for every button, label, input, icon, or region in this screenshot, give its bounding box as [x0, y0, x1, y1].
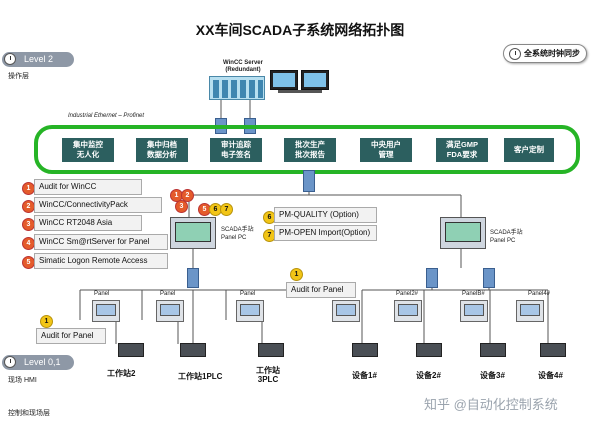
- server-label: WinCC Server (Redundant): [208, 60, 278, 74]
- panel-label: Panel: [94, 291, 110, 297]
- level-01-sub1: 现场 HMI: [8, 377, 37, 384]
- hmi-panel: [460, 300, 488, 322]
- option-badge: 3: [175, 200, 188, 213]
- hmi-panel: [156, 300, 184, 322]
- watermark: 知乎 @自动化控制系统: [424, 397, 558, 412]
- option-badge: 1: [290, 268, 303, 281]
- station-label: 设备1#: [352, 371, 377, 380]
- clock-sync-label: 全系统时钟同步: [524, 49, 580, 58]
- clock-icon: [509, 48, 521, 60]
- station-label: 设备3#: [480, 371, 505, 380]
- option-badge: 2: [181, 189, 194, 202]
- ring-box-monitoring: 集中监控无人化: [62, 138, 114, 162]
- level-01-label: Level 0,1: [24, 357, 61, 367]
- server-label-line2: (Redundant): [225, 67, 261, 73]
- plc-icon: [118, 343, 144, 357]
- option-pm-open: PM-OPEN Import(Option): [274, 225, 377, 241]
- station-label: 设备4#: [538, 371, 563, 380]
- server-rack-icon: [213, 80, 263, 98]
- ring-box-batch: 批次生产批次报告: [284, 138, 336, 162]
- level-2-label: Level 2: [24, 54, 54, 64]
- scada-left-label: SCADA手站 Panel PC: [221, 227, 254, 241]
- option-badge: 5: [198, 203, 211, 216]
- panel-label: Panel: [160, 291, 176, 297]
- option-audit-panel-left: Audit for Panel: [36, 328, 106, 344]
- diagram-title: XX车间SCADA子系统网络拓扑图: [195, 22, 405, 38]
- scada-right-label: SCADA手站 Panel PC: [490, 230, 523, 244]
- ring-box-user-mgmt: 中央用户管理: [360, 138, 412, 162]
- switch-icon: [303, 170, 315, 192]
- clock-icon: [4, 356, 16, 368]
- server-label-line1: WinCC Server: [223, 60, 263, 66]
- option-badge: 1: [40, 315, 53, 328]
- option-connectivity-pack: WinCC/ConnectivityPack: [34, 197, 162, 213]
- panel-label: PanelB#: [462, 291, 485, 297]
- hmi-panel: [332, 300, 360, 322]
- option-badge: 4: [22, 237, 35, 250]
- server-rack: [209, 76, 265, 100]
- level-2-badge: Level 2: [2, 52, 74, 67]
- panel-label: Panel2#: [396, 291, 419, 297]
- plc-icon: [258, 343, 284, 357]
- option-badge: 7: [263, 229, 276, 242]
- station-label: 工作站2: [107, 369, 136, 378]
- level-01-badge: Level 0,1: [2, 355, 74, 370]
- panel-label: Panel4#: [528, 291, 551, 297]
- monitor-icon: [301, 70, 329, 90]
- plc-icon: [352, 343, 378, 357]
- station-label: 工作站1PLC: [178, 372, 223, 381]
- ring-box-archive: 集中归档数据分析: [136, 138, 188, 162]
- plc-icon: [540, 343, 566, 357]
- hmi-panel: [394, 300, 422, 322]
- ring-box-custom: 客户定制: [504, 138, 554, 162]
- plc-icon: [416, 343, 442, 357]
- option-pm-quality: PM-QUALITY (Option): [274, 207, 377, 223]
- ring-box-audit: 审计追踪电子签名: [210, 138, 262, 162]
- clock-icon: [4, 53, 16, 65]
- panel-label: Panel: [240, 291, 256, 297]
- option-badge: 7: [220, 203, 233, 216]
- monitor-icon: [270, 70, 298, 90]
- hmi-panel: [92, 300, 120, 322]
- ring-function-boxes: 集中监控无人化 集中归档数据分析 审计追踪电子签名 批次生产批次报告 中央用户管…: [62, 138, 562, 162]
- network-label: Industrial Ethernet – Profinet: [68, 113, 145, 119]
- monitor-stand: [278, 90, 322, 93]
- switch-icon: [187, 268, 199, 288]
- option-rt2048: WinCC RT2048 Asia: [34, 215, 142, 231]
- hmi-panel: [516, 300, 544, 322]
- level-2-sub: 操作层: [8, 73, 29, 80]
- clock-sync-badge: 全系统时钟同步: [503, 44, 587, 63]
- plc-icon: [180, 343, 206, 357]
- scada-panel-pc-left: [170, 217, 216, 249]
- switch-icon: [426, 268, 438, 288]
- station-label: 工作站 3PLC: [256, 366, 280, 384]
- station-label: 设备2#: [416, 371, 441, 380]
- switch-icon: [483, 268, 495, 288]
- hmi-panel: [236, 300, 264, 322]
- option-smartserver: WinCC Sm@rtServer for Panel: [34, 234, 168, 250]
- scada-panel-pc-right: [440, 217, 486, 249]
- option-audit-wincc: Audit for WinCC: [34, 179, 142, 195]
- level-01-sub2: 控制和现场层: [8, 410, 50, 417]
- option-logon-remote: Simatic Logon Remote Access: [34, 253, 168, 269]
- plc-icon: [480, 343, 506, 357]
- option-audit-panel-right: Audit for Panel: [286, 282, 356, 298]
